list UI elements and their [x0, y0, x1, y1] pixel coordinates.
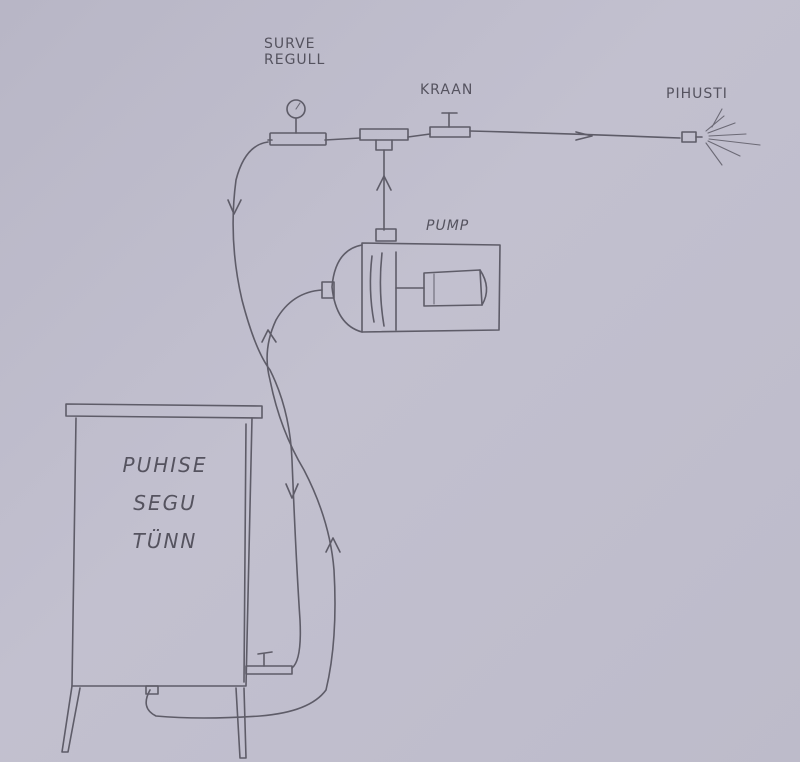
pump	[321, 228, 501, 333]
valve	[429, 112, 471, 138]
tank-drain-valve	[245, 651, 293, 675]
tank-legs	[61, 685, 247, 759]
return-hose	[227, 141, 302, 669]
label-tank-line2: SEGU	[133, 491, 197, 515]
main-pipe	[267, 130, 681, 141]
pump-outlet-pipe	[376, 149, 392, 231]
label-valve: KRAAN	[420, 82, 474, 98]
label-regull: REGULL	[264, 52, 326, 68]
label-pump: PUMP	[426, 218, 470, 234]
tank-bottom-outlet	[145, 685, 159, 695]
label-tank-line3: TÜNN	[132, 529, 198, 553]
nozzle	[681, 108, 761, 166]
label-nozzle: PIHUSTI	[666, 86, 728, 102]
label-tank: PUHISE SEGU TÜNN	[100, 446, 230, 560]
label-pressure-regulator: SURVE REGULL	[264, 36, 325, 68]
suction-hose	[145, 289, 341, 719]
label-surve: SURVE	[264, 36, 316, 52]
t-junction	[359, 128, 409, 151]
spray-lines	[705, 108, 761, 166]
label-tank-line1: PUHISE	[122, 453, 208, 477]
tank	[61, 403, 293, 759]
flow-arrow-main	[575, 131, 593, 141]
pressure-regulator	[269, 99, 327, 146]
